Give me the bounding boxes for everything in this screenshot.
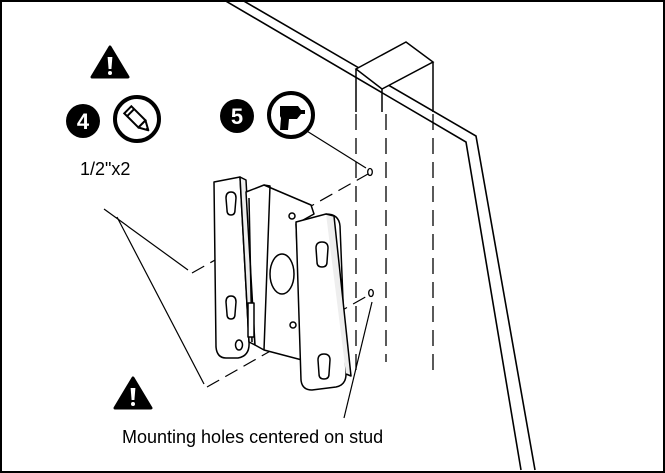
step-5-number: 5 bbox=[231, 104, 243, 129]
drill-leader bbox=[301, 127, 367, 169]
pencil-icon bbox=[113, 95, 161, 143]
step-4-badge: 4 bbox=[66, 104, 100, 138]
stud bbox=[354, 41, 435, 112]
mounting-hole-lower bbox=[368, 288, 374, 298]
caption-leader bbox=[343, 301, 373, 419]
step-5-badge: 5 bbox=[220, 99, 254, 133]
step-4-number: 4 bbox=[77, 109, 90, 134]
wall-outline bbox=[225, 2, 536, 471]
wall-bracket bbox=[213, 176, 352, 391]
fastener-size-label: 1/2"x2 bbox=[80, 159, 131, 179]
stud-hidden-lines bbox=[355, 114, 434, 377]
warning-icon bbox=[90, 45, 130, 79]
drill-icon bbox=[267, 91, 315, 139]
caption-text: Mounting holes centered on stud bbox=[122, 427, 384, 447]
warning-icon bbox=[113, 376, 153, 410]
pointer-lines bbox=[103, 208, 205, 385]
mounting-hole-upper bbox=[367, 167, 373, 177]
